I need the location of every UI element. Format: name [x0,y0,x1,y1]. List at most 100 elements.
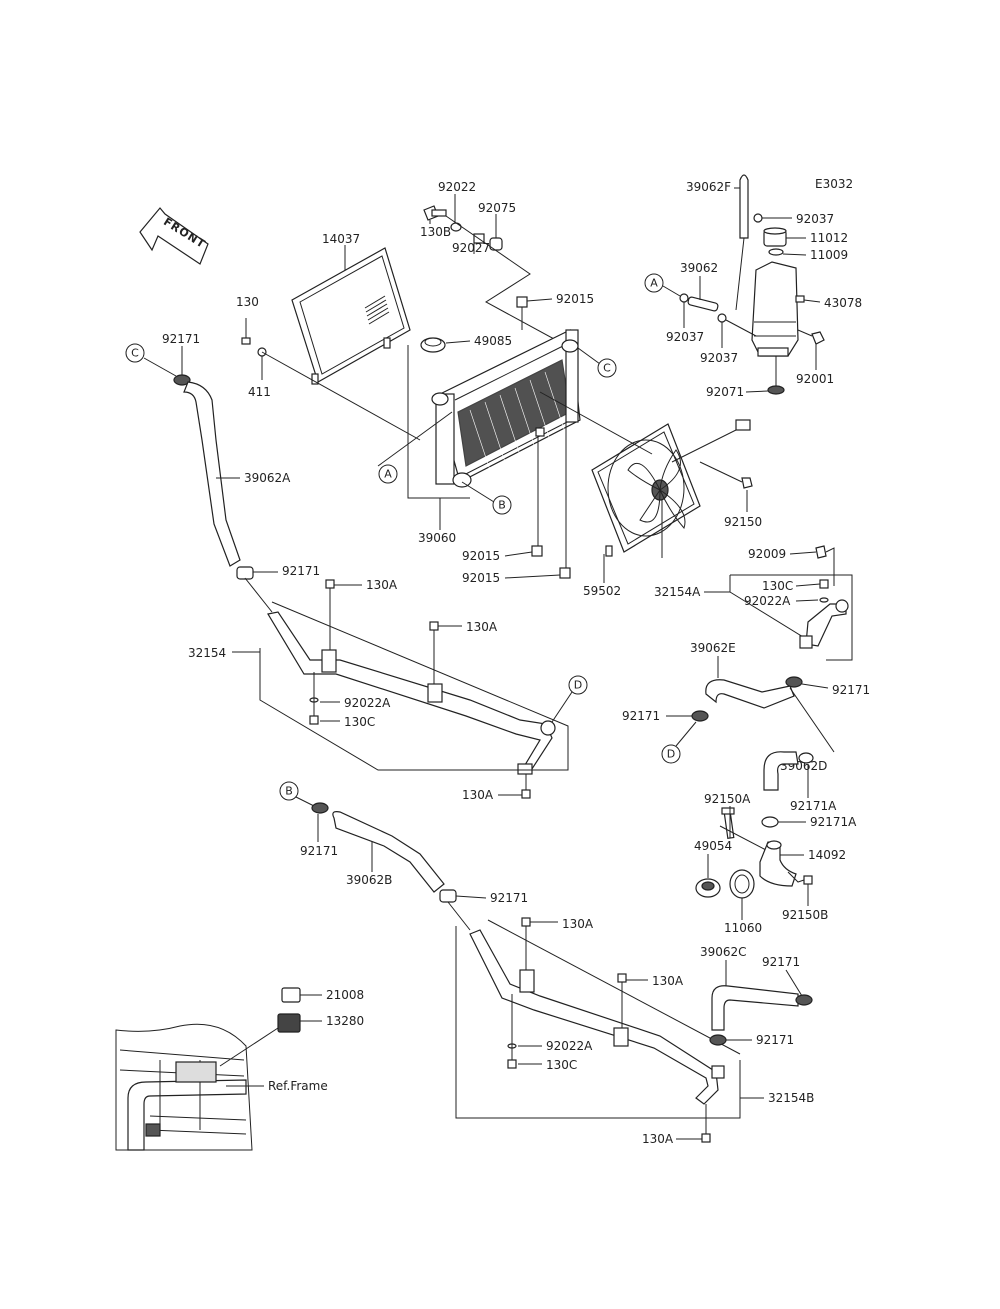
diagram-code: E3032 [815,177,853,191]
svg-text:A: A [384,468,392,481]
label-92171-right2: 92171 [622,709,660,723]
front-arrow-icon: FRONT [139,207,209,265]
clamp-92171-c2-icon [709,1034,727,1046]
callout-c-radiator [597,358,617,378]
clamp-92171-right1-icon [785,676,803,688]
label-92171-mid: 92171 [282,564,320,578]
callout-c-left [125,343,145,363]
bolt-92009-icon [815,545,827,559]
fan-assembly-59502 [591,419,751,558]
label-92171-b1: 92171 [300,844,338,858]
label-130A-6: 130A [642,1132,674,1146]
thermostat-49054-icon [695,878,721,898]
clip-92015-mid-icon [531,545,543,557]
thermostat-housing-14092 [759,840,797,887]
label-130C-1: 130C [344,715,375,729]
label-92071: 92071 [706,385,744,399]
gasket-11060-icon [729,869,755,899]
label-92037-left: 92037 [666,330,704,344]
relay-21008-icon [281,987,301,1003]
svg-text:D: D [574,679,582,692]
label-14037: 14037 [322,232,360,246]
bolt-92150A-icon [721,807,735,839]
label-92150B: 92150B [782,908,828,922]
label-39062: 39062 [680,261,718,275]
grommet-92071-icon [767,385,785,395]
label-130C-2: 130C [546,1058,577,1072]
clamp-92171A-2-icon [761,816,779,828]
bracket-13280-icon [277,1013,301,1033]
bolt-130A-1-icon [325,579,335,589]
label-49085: 49085 [474,334,512,348]
bolt-130-icon [241,318,267,357]
label-92009: 92009 [748,547,786,561]
label-411: 411 [248,385,271,399]
label-130A-1: 130A [366,578,398,592]
label-39062C: 39062C [700,945,747,959]
washer-icon [450,222,462,232]
callout-b-radiator [492,495,512,515]
label-43078: 43078 [824,296,862,310]
label-92171-right1: 92171 [832,683,870,697]
hose-39062C [711,985,799,1031]
clamp-92037-top-icon [753,213,763,223]
seal-11009-icon [768,248,784,256]
hose-39062D [763,751,799,791]
label-39060: 39060 [418,531,456,545]
label-130: 130 [236,295,259,309]
overflow-hose-39062F [735,174,749,311]
radiator-39060 [431,329,581,488]
clamp-92171-mid-icon [236,566,254,580]
svg-text:C: C [603,362,611,375]
clamp-92171-b1-icon [311,802,329,814]
label-11012: 11012 [810,231,848,245]
label-92171-b2: 92171 [490,891,528,905]
label-21008: 21008 [326,988,364,1002]
callout-a-radiator [378,464,398,484]
label-130A-3: 130A [462,788,494,802]
pipe-32154 [267,611,556,775]
svg-text:B: B [498,499,506,512]
hose-39062-icon [679,293,727,323]
bolt-92150-icon [741,477,753,489]
clamp-92171-right2-icon [691,710,709,722]
hose-39062B [332,811,445,893]
bolt-92001-icon [811,331,825,345]
frame-reference [115,1023,253,1151]
label-49054: 49054 [694,839,732,853]
reservoir-tank-43078 [751,261,805,357]
label-11060: 11060 [724,921,762,935]
callout-d-right [661,744,681,764]
bolt-130C-1-icon [309,715,319,725]
label-92037-mid: 92037 [700,351,738,365]
label-92171A-2: 92171A [810,815,857,829]
bolt-130A-2-icon [429,621,439,631]
bolt-130A-3-icon [521,789,531,799]
label-92001: 92001 [796,372,834,386]
callout-a-tank [644,273,664,293]
label-92075: 92075 [478,201,516,215]
bolt-130A-6-icon [701,1133,711,1143]
label-92027: 92027 [452,241,490,255]
label-92171-c2: 92171 [756,1033,794,1047]
clamp-92171-b2-icon [439,889,457,903]
label-92022A-right: 92022A [744,594,791,608]
label-92015-mid: 92015 [462,549,500,563]
label-32154B: 32154B [768,1091,814,1105]
label-32154: 32154 [188,646,226,660]
label-13280: 13280 [326,1014,364,1028]
label-130A-4: 130A [562,917,594,931]
svg-text:C: C [131,347,139,360]
label-92022A-1: 92022A [344,696,391,710]
callout-b-lower [279,781,299,801]
bolt-130C-right-icon [819,579,829,589]
label-92171-c1: 92171 [762,955,800,969]
clamp-92171-c1-icon [795,994,813,1006]
label-92022A-2: 92022A [546,1039,593,1053]
radiator-shroud-14037 [291,247,411,385]
label-92022-top: 92022 [438,180,476,194]
label-92171A-1: 92171A [790,799,837,813]
radiator-cap-icon [420,337,446,353]
pipe-32154A [799,599,849,649]
